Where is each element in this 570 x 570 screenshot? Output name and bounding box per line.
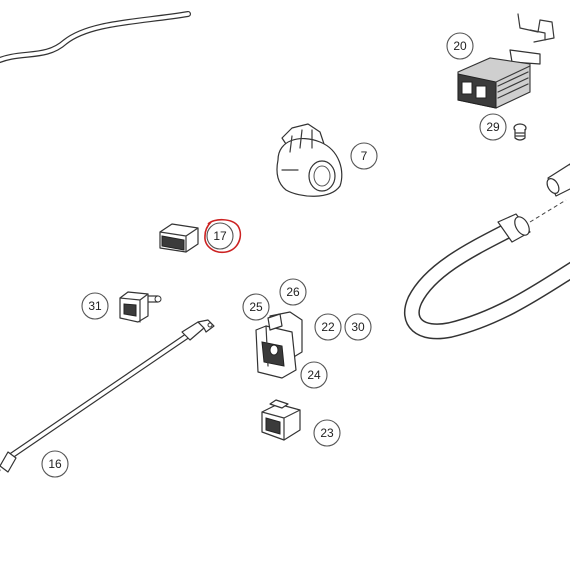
callout-16[interactable]: 16: [41, 450, 69, 478]
callout-23-label: 23: [320, 426, 334, 440]
part-29-screw: [513, 123, 527, 141]
callout-29[interactable]: 29: [479, 113, 507, 141]
top-cable: [0, 11, 191, 64]
part-7-knob: [276, 123, 343, 197]
callout-17-highlight-ring: [204, 218, 242, 254]
callout-20-label: 20: [453, 39, 467, 53]
callout-17-label: 17: [213, 229, 227, 243]
callout-24-label: 24: [307, 368, 321, 382]
callout-22-label: 22: [321, 320, 335, 334]
callout-25-label: 25: [249, 300, 263, 314]
callout-30[interactable]: 30: [344, 313, 372, 341]
callout-20[interactable]: 20: [446, 32, 474, 60]
callout-26-label: 26: [286, 285, 300, 299]
callout-31-label: 31: [88, 299, 102, 313]
part-20-relay: [457, 13, 555, 109]
callout-7-label: 7: [361, 149, 368, 163]
callout-26[interactable]: 26: [279, 278, 307, 306]
right-hose: [403, 163, 570, 340]
part-31-clip: [119, 291, 162, 323]
callout-30-label: 30: [351, 320, 365, 334]
part-17-connector: [159, 223, 199, 253]
callout-31[interactable]: 31: [81, 292, 109, 320]
part-24-housing: [255, 311, 303, 379]
callout-24[interactable]: 24: [300, 361, 328, 389]
callout-23[interactable]: 23: [313, 419, 341, 447]
callout-7[interactable]: 7: [350, 142, 378, 170]
callout-16-label: 16: [48, 457, 62, 471]
part-16-cable: [0, 319, 215, 473]
callout-22[interactable]: 22: [314, 313, 342, 341]
callout-17[interactable]: 17: [204, 218, 242, 254]
callout-29-label: 29: [486, 120, 500, 134]
part-23-cap: [261, 399, 301, 441]
callout-25[interactable]: 25: [242, 293, 270, 321]
